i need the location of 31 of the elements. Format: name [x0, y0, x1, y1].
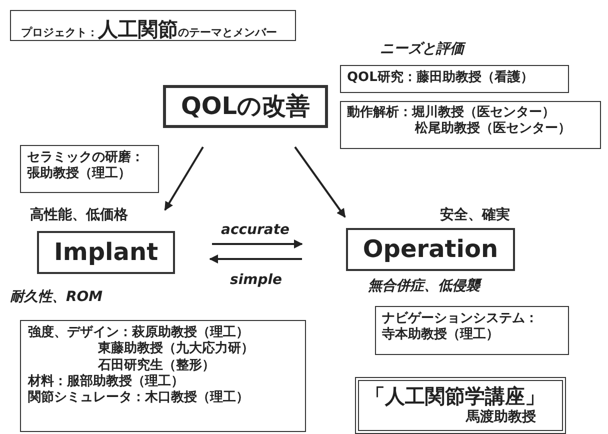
box-text: QOL研究：藤田助教授（看護） [347, 70, 534, 86]
edge-label: simple [228, 272, 284, 288]
box-text: 「人工関節学講座」 [365, 384, 546, 409]
box-text: 強度、デザイン：萩原助教授（理工）東藤助教授（九大応力研）石田研究生（整形） [28, 325, 255, 374]
node-caption: 安全、確実 [440, 206, 510, 224]
member-box [340, 65, 569, 93]
arrow [164, 146, 204, 211]
section-heading: ニーズと評価 [380, 40, 464, 58]
box-text: プロジェクト：人工関節のテーマとメンバー [21, 17, 278, 42]
arrow [209, 254, 302, 264]
chair-box [355, 377, 566, 434]
box-text: Implant [52, 237, 160, 267]
member-box [340, 101, 601, 149]
box-text: Operation [362, 234, 500, 264]
goal-box [163, 85, 328, 128]
section-heading: 耐久性、ROM [10, 288, 103, 306]
box-text: 動作解析：堀川教授（医センター）松尾助教授（医センター） [347, 105, 572, 138]
member-box [20, 320, 306, 432]
box-text: 材料：服部助教授（理工） [28, 374, 185, 390]
member-box [20, 145, 159, 193]
title-box [10, 10, 296, 41]
arrow [212, 240, 303, 248]
member-box [375, 306, 569, 355]
box-text: ナビゲーションシステム：寺本助教授（理工） [382, 311, 539, 344]
box-text: セラミックの研磨：張助教授（理工） [27, 150, 145, 182]
box-text: 関節シミュレータ：木口教授（理工） [28, 390, 250, 406]
arrow [294, 146, 346, 218]
box-text: QOLの改善 [180, 91, 312, 121]
node-caption: 高性能、低価格 [30, 206, 128, 224]
member-name: 馬渡助教授 [464, 409, 536, 426]
section-heading: 無合併症、低侵襲 [368, 277, 480, 295]
